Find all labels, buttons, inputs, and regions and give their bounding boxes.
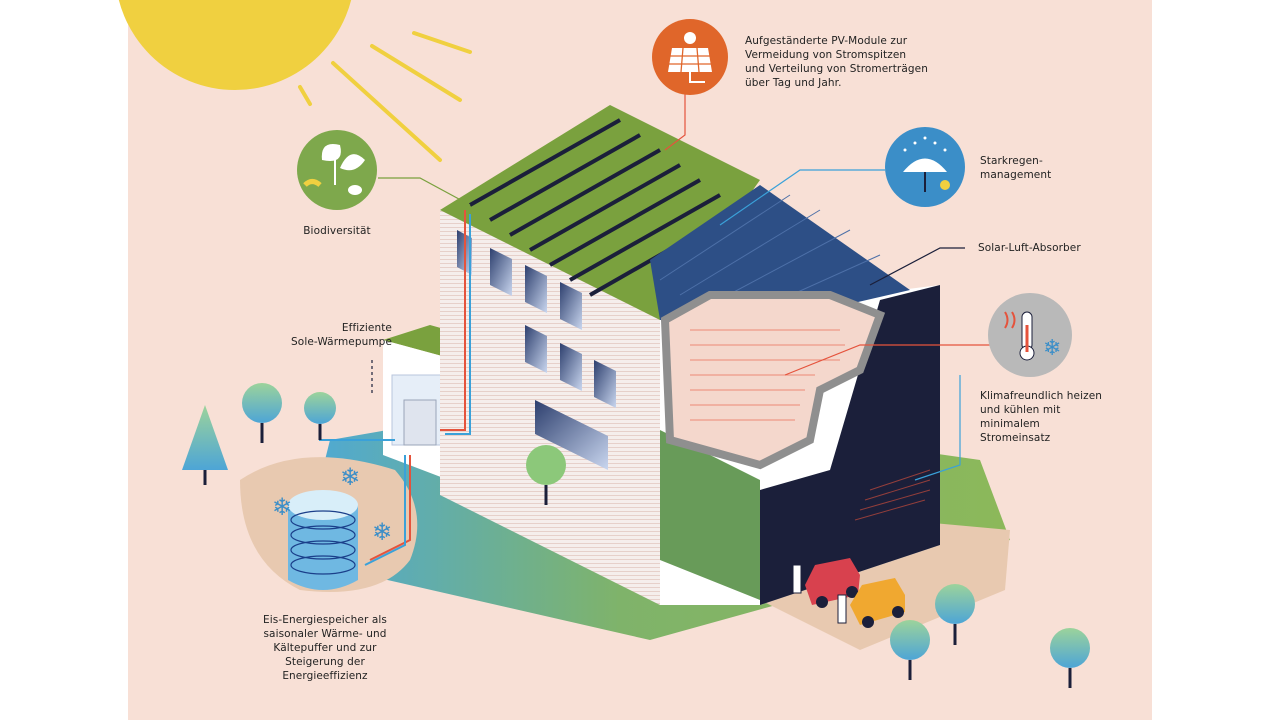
tree [1050, 628, 1090, 688]
svg-text:❄: ❄ [1043, 336, 1061, 361]
main-building [440, 105, 940, 605]
snowflake-icon: ❄ [372, 518, 392, 546]
tree [304, 392, 336, 440]
heat-pump-unit [403, 399, 437, 446]
charging-stations [792, 564, 847, 624]
pv-rows [469, 118, 731, 297]
tree [242, 383, 282, 443]
cutaway-floor [660, 291, 886, 470]
thermometer-snowflake-icon: ❄ [988, 293, 1072, 377]
red-car [805, 558, 860, 608]
tree [935, 584, 975, 645]
tree [182, 405, 228, 485]
solar-panel-plug-icon [652, 19, 728, 95]
callout-lines [371, 85, 1000, 481]
trees [182, 383, 1090, 688]
label-ice-storage: Eis-Energiespeicher als saisonaler Wärme… [263, 614, 387, 682]
tree [526, 445, 566, 505]
tree [890, 620, 930, 680]
green-facade [660, 430, 760, 600]
label-pv-modules: Aufgeständerte PV-Module zur Vermeidung … [745, 35, 928, 89]
yellow-car [850, 578, 905, 628]
label-rain-management: Starkregen- management [980, 155, 1052, 181]
garage-coils [854, 469, 931, 521]
label-biodiversity: Biodiversität [303, 225, 371, 237]
label-climate-heating: Klimafreundlich heizen und kühlen mit mi… [980, 390, 1103, 444]
snowflake-icon: ❄ [272, 493, 292, 521]
dark-wall [760, 285, 940, 605]
sun-icon [118, 0, 472, 162]
ice-storage-tank: ❄ ❄ ❄ [272, 463, 392, 590]
heating-coils [690, 329, 845, 421]
windows [457, 230, 616, 470]
snowflake-icon: ❄ [340, 463, 360, 491]
label-solar-air-absorber: Solar-Luft-Absorber [978, 242, 1081, 254]
umbrella-rain-icon [885, 127, 965, 207]
solar-air-absorber [650, 185, 910, 320]
label-heat-pump: Effiziente Sole-Wärmepumpe [291, 322, 392, 348]
plant-bee-worm-icon [297, 130, 377, 210]
